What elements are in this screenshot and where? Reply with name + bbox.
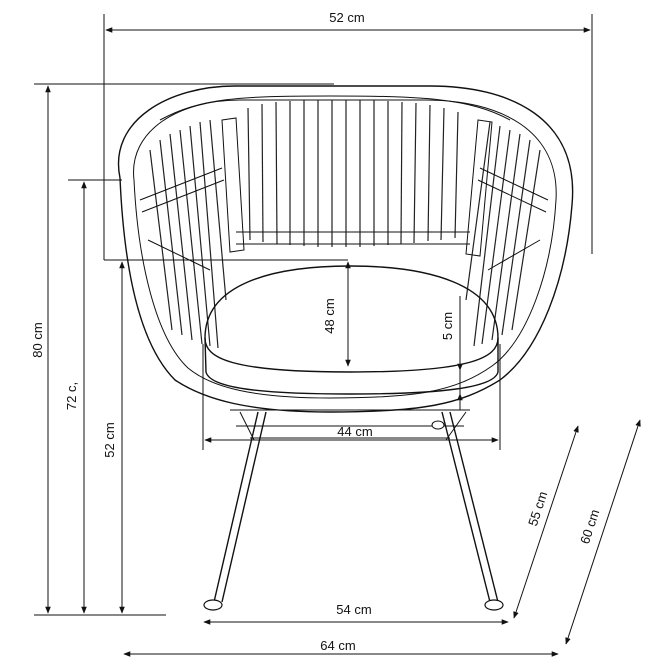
back-frame bbox=[221, 117, 493, 257]
label-height-total: 80 cm bbox=[30, 322, 45, 357]
label-height-seat: 52 cm bbox=[102, 422, 117, 457]
seat-frame bbox=[230, 409, 470, 427]
label-leg-width: 54 cm bbox=[336, 602, 371, 617]
label-width-top: 52 cm bbox=[329, 10, 364, 25]
seat-cushion-front bbox=[204, 337, 499, 395]
chair-inner-shell bbox=[133, 99, 557, 399]
label-depth-side: 55 cm bbox=[525, 489, 550, 527]
leg-foot-right bbox=[484, 599, 504, 611]
label-seat-width: 44 cm bbox=[337, 424, 372, 439]
dimension-lines bbox=[34, 14, 641, 657]
leg-foot-back bbox=[431, 420, 445, 430]
chair-illustration bbox=[117, 85, 574, 611]
seat-cushion-top bbox=[204, 265, 499, 373]
back-crossbar bbox=[236, 231, 470, 245]
label-height-armrest: 72 c, bbox=[64, 382, 79, 410]
leg-foot-left bbox=[203, 599, 223, 611]
label-seat-back-depth: 48 cm bbox=[322, 298, 337, 333]
right-side-slats bbox=[465, 121, 549, 347]
chair-outer-shell bbox=[117, 85, 574, 413]
label-cushion-thickness: 5 cm bbox=[440, 312, 455, 340]
chair-rim bbox=[159, 95, 511, 121]
dimension-labels: 52 cm 80 cm 72 c, 52 cm 48 cm 5 cm 44 cm… bbox=[30, 10, 602, 653]
label-base-width: 64 cm bbox=[320, 638, 355, 653]
chair-legs bbox=[203, 411, 504, 611]
left-side-slats bbox=[139, 119, 227, 349]
label-depth-total: 60 cm bbox=[577, 507, 602, 545]
back-spindles bbox=[247, 100, 459, 247]
